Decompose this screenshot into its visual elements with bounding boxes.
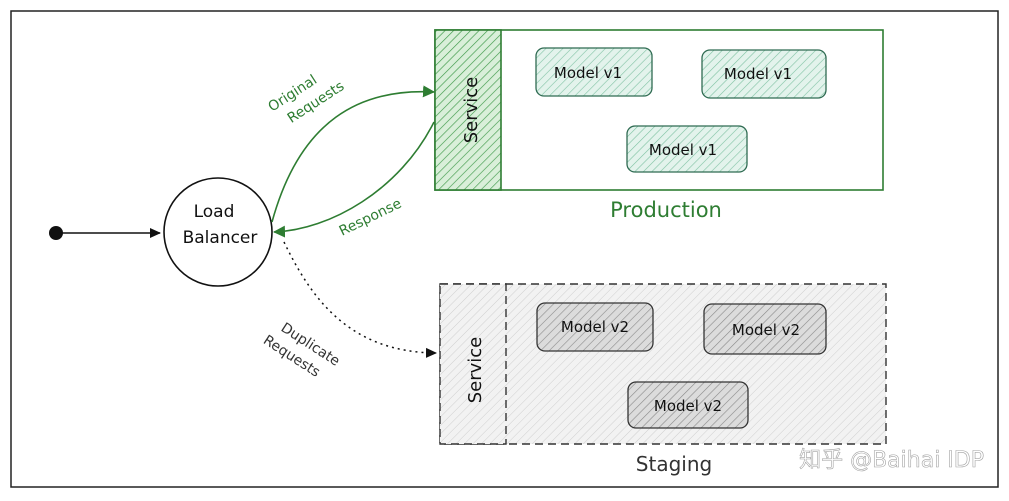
production-title: Production xyxy=(610,198,722,222)
staging-title: Staging xyxy=(636,452,712,476)
production-model-3[interactable] xyxy=(626,125,748,173)
production-model-1[interactable] xyxy=(535,47,653,97)
staging-model-3[interactable] xyxy=(627,381,749,429)
response-label: Response xyxy=(337,196,404,240)
load-balancer-label-line2: Balancer xyxy=(183,228,258,248)
staging-model-1-label: Model v2 xyxy=(561,318,629,336)
staging-model-2[interactable] xyxy=(703,303,827,355)
production-model-3-label: Model v1 xyxy=(649,141,717,159)
original-requests-label: Original Requests xyxy=(265,72,347,127)
production-service-box[interactable] xyxy=(434,29,502,191)
production-service-label: Service xyxy=(461,77,482,144)
production-model-2[interactable] xyxy=(701,49,827,99)
staging-model-2-label: Model v2 xyxy=(732,321,800,339)
original-requests-arrow xyxy=(271,85,435,223)
load-balancer-node[interactable]: Load Balancer xyxy=(163,177,273,287)
load-balancer-label-line1: Load xyxy=(194,202,235,222)
load-balancer-circle xyxy=(163,177,273,287)
staging-service-label: Service xyxy=(465,337,486,404)
response-arrow xyxy=(273,121,435,238)
staging-service-box[interactable] xyxy=(439,283,507,445)
staging-model-1[interactable] xyxy=(536,302,654,352)
production-model-1-label: Model v1 xyxy=(554,64,622,82)
staging-model-3-label: Model v2 xyxy=(654,397,722,415)
production-model-2-label: Model v1 xyxy=(724,65,792,83)
watermark-text: 知乎 @Baihai IDP xyxy=(799,448,984,473)
staging-environment: Service Model v2 Model v2 Model v2 Stagi… xyxy=(439,283,887,476)
outer-frame xyxy=(10,10,999,488)
duplicate-requests-label: Duplicate Requests xyxy=(260,320,342,381)
production-environment: Service Model v1 Model v1 Model v1 Produ… xyxy=(434,29,884,222)
start-dot xyxy=(49,226,63,240)
